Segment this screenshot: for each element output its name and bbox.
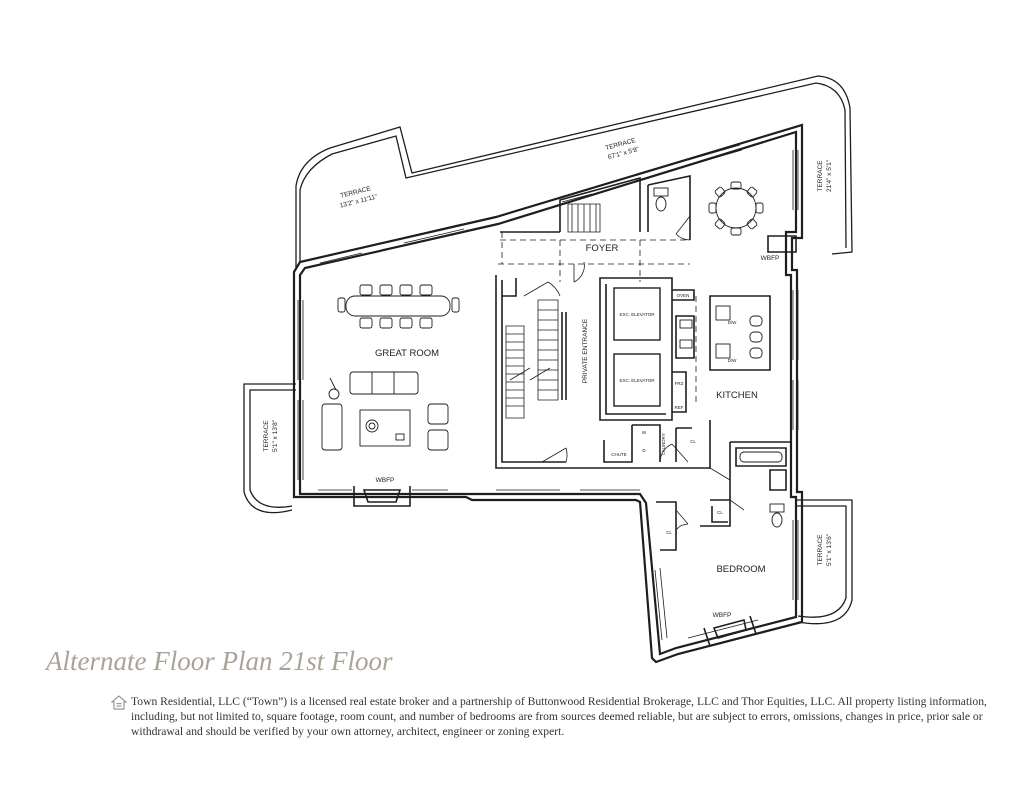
foyer-label: FOYER bbox=[586, 243, 619, 254]
dryer-label: D bbox=[642, 448, 646, 453]
dw-2-label: D/W bbox=[728, 358, 738, 363]
terrace-ne-label: TERRACE bbox=[817, 160, 824, 192]
elevators bbox=[613, 287, 661, 407]
cl-1-label: CL bbox=[690, 439, 696, 444]
elevator-2-label: EXC. ELEVATOR bbox=[619, 378, 655, 383]
terrace-se-dim: 5'1" x 13'6" bbox=[826, 533, 833, 566]
laundry-label: LAUNDRY bbox=[661, 433, 666, 454]
equal-housing-opportunity-icon bbox=[111, 695, 127, 710]
furniture bbox=[321, 181, 783, 463]
terrace-outlines bbox=[243, 75, 853, 625]
wbfp-kitchen-label: WBFP bbox=[761, 255, 780, 262]
wbfp-great-room-label: WBFP bbox=[376, 477, 395, 484]
kitchen-label: KITCHEN bbox=[716, 390, 758, 401]
interior-walls bbox=[353, 175, 797, 647]
oven-label: OVEN bbox=[677, 293, 690, 298]
plan-labels: TERRACE 13'2" x 11'11" TERRACE 67'1" x 5… bbox=[263, 137, 833, 619]
windows bbox=[297, 144, 799, 645]
cl-2-label: CL bbox=[717, 510, 723, 515]
private-entrance-label: PRIVATE ENTRANCE bbox=[582, 318, 589, 383]
plumbing-fixtures bbox=[653, 187, 785, 528]
chute-label: CHUTE bbox=[611, 452, 627, 457]
doors bbox=[523, 215, 745, 531]
washer-label: W bbox=[642, 430, 647, 435]
wbfp-bedroom-label: WBFP bbox=[713, 612, 732, 619]
terrace-w-label: TERRACE bbox=[263, 420, 270, 452]
ref-label: REF bbox=[675, 405, 684, 410]
terrace-se-label: TERRACE bbox=[817, 534, 824, 566]
dashed-lines bbox=[498, 232, 697, 404]
frz-label: FRZ bbox=[675, 381, 684, 386]
disclaimer-text: Town Residential, LLC (“Town”) is a lice… bbox=[131, 695, 987, 738]
elevator-1-label: EXC. ELEVATOR bbox=[619, 312, 655, 317]
terrace-ne-dim: 21'4" x 5'1" bbox=[826, 159, 833, 192]
plan-title: Alternate Floor Plan 21st Floor bbox=[46, 646, 393, 676]
stairs bbox=[505, 203, 601, 419]
bedroom-label: BEDROOM bbox=[716, 564, 765, 575]
dw-1-label: D/W bbox=[728, 320, 738, 325]
cl-3-label: CL bbox=[666, 530, 672, 535]
great-room-label: GREAT ROOM bbox=[375, 348, 439, 359]
terrace-w-dim: 5'1" x 13'8" bbox=[272, 419, 279, 452]
